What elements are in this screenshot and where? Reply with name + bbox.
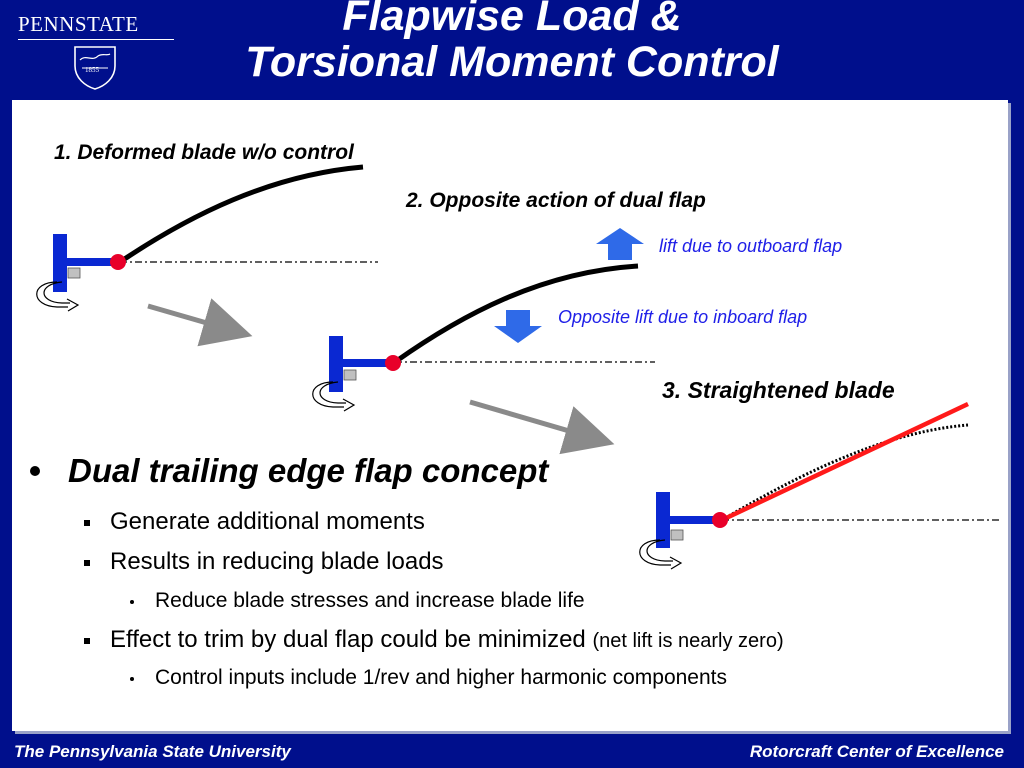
- transition-arrow-2: [469, 399, 615, 455]
- outboard-lift-label: lift due to outboard flap: [659, 236, 843, 256]
- bullet-square: [84, 638, 90, 644]
- page-title: Flapwise Load & Torsional Moment Control: [0, 0, 1024, 85]
- sub-bullet-text: Reduce blade stresses and increase blade…: [155, 589, 585, 612]
- bullet-point: [130, 600, 134, 604]
- stage-1-label: 1. Deformed blade w/o control: [54, 141, 354, 164]
- bullet-text-wrap: Effect to trim by dual flap could be min…: [110, 626, 784, 654]
- stage-2-blade: [312, 263, 655, 412]
- stage-2-label: 2. Opposite action of dual flap: [406, 189, 706, 212]
- shield-icon: [74, 46, 116, 90]
- transition-arrow-1: [147, 298, 253, 347]
- main-bullet-text: Dual trailing edge flap concept: [68, 452, 549, 489]
- bullet-text: Effect to trim by dual flap could be min…: [110, 626, 586, 653]
- footer-center: Rotorcraft Center of Excellence: [749, 742, 1004, 761]
- up-lift-arrow-icon: [596, 228, 644, 260]
- bullet-text: Results in reducing blade loads: [110, 548, 444, 575]
- bullet-square: [84, 560, 90, 566]
- logo-rule: [18, 39, 174, 40]
- stage-1-blade: [36, 164, 378, 312]
- bullet-dot: [30, 466, 40, 476]
- stage-3-blade: [639, 401, 1002, 570]
- title-line-2: Torsional Moment Control: [245, 38, 779, 86]
- bullet-point: [130, 677, 134, 681]
- down-lift-arrow-icon: [494, 310, 542, 343]
- inboard-lift-label: Opposite lift due to inboard flap: [558, 307, 808, 327]
- bullet-text: Generate additional moments: [110, 508, 425, 535]
- stage-3-label: 3. Straightened blade: [662, 377, 895, 403]
- logo-wordmark: PENNSTATE: [18, 12, 139, 36]
- title-line-1: Flapwise Load &: [342, 0, 682, 40]
- footer-university: The Pennsylvania State University: [14, 742, 291, 761]
- pennstate-logo: PENNSTATE 1855: [16, 8, 181, 90]
- logo-year: 1855: [85, 66, 99, 74]
- bullet-square: [84, 520, 90, 526]
- bullet-note: (net lift is nearly zero): [592, 630, 784, 652]
- sub-bullet-text: Control inputs include 1/rev and higher …: [155, 666, 727, 689]
